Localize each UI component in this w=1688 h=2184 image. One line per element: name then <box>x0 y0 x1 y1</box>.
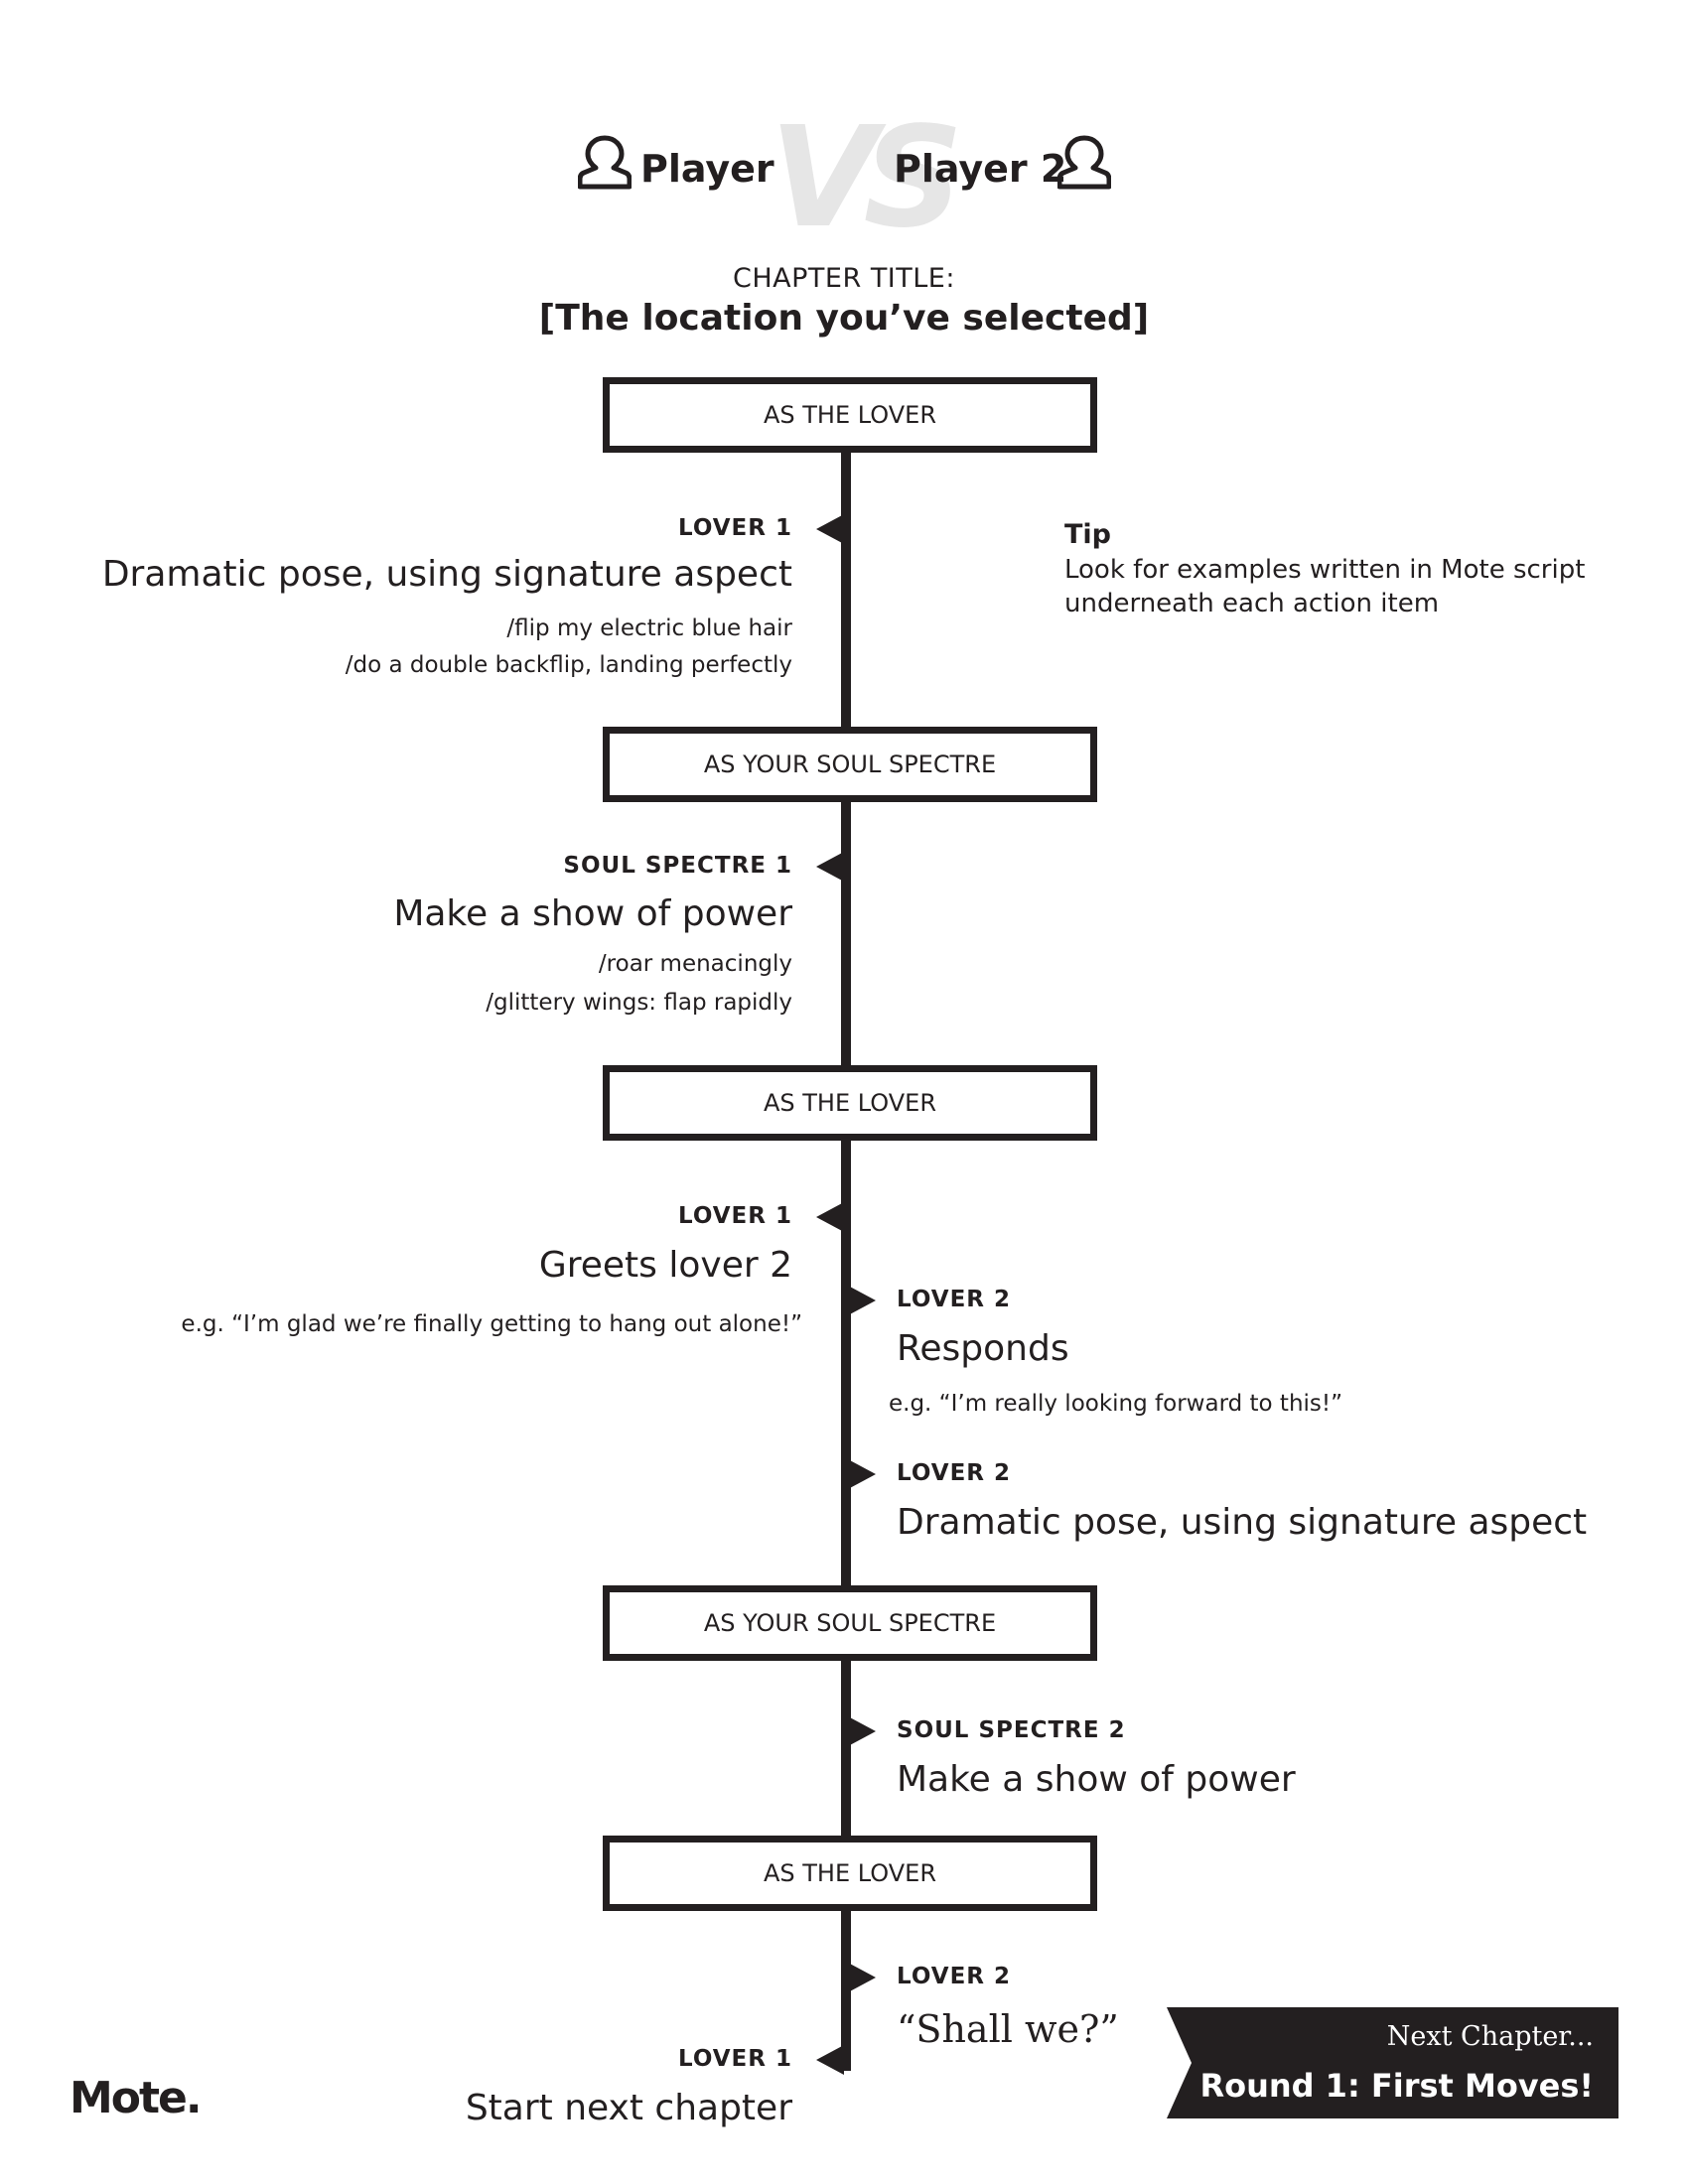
timeline-marker-right <box>848 1286 876 1315</box>
step-action-quote: “Shall we?” <box>897 2007 1119 2051</box>
timeline-marker-right <box>848 1459 876 1489</box>
tip-body: Look for examples written in Mote script… <box>1064 555 1586 618</box>
step-action: Responds <box>897 1328 1069 1369</box>
step-action: Greets lover 2 <box>538 1245 792 1286</box>
timeline-spine <box>841 447 851 2071</box>
step-example: /glittery wings: flap rapidly <box>486 990 792 1016</box>
chapter-label: CHAPTER TITLE: <box>733 263 955 294</box>
step-action: Make a show of power <box>897 1759 1296 1800</box>
step-action: Dramatic pose, using signature aspect <box>101 554 792 595</box>
step-actor: SOUL SPECTRE 2 <box>897 1717 1126 1743</box>
phase-box-lover: AS THE LOVER <box>603 1065 1097 1141</box>
timeline-marker-left <box>816 514 844 544</box>
step-example: /flip my electric blue hair <box>506 615 792 641</box>
step-actor: LOVER 1 <box>677 1203 792 1229</box>
phase-box-lover: AS THE LOVER <box>603 1836 1097 1911</box>
step-example: /roar menacingly <box>598 951 792 977</box>
step-example: /do a double backflip, landing perfectly <box>345 652 792 678</box>
step-example: e.g. “I’m glad we’re finally getting to … <box>181 1311 802 1337</box>
timeline-marker-left <box>816 1202 844 1232</box>
timeline-marker-right <box>848 1963 876 1992</box>
step-example: e.g. “I’m really looking forward to this… <box>889 1391 1343 1417</box>
timeline-marker-right <box>848 1716 876 1746</box>
tip-title: Tip <box>1064 519 1111 550</box>
timeline-marker-left <box>816 852 844 882</box>
player-2-label: Player 2 <box>894 147 1067 191</box>
timeline-marker-left <box>816 2045 844 2075</box>
next-chapter-title: Round 1: First Moves! <box>1199 2067 1594 2105</box>
step-action: Start next chapter <box>465 2088 792 2128</box>
phase-box-soul-spectre: AS YOUR SOUL SPECTRE <box>603 1585 1097 1661</box>
player-1-user-icon <box>578 135 632 190</box>
step-actor: LOVER 2 <box>897 1964 1012 1989</box>
step-action: Dramatic pose, using signature aspect <box>897 1502 1588 1543</box>
phase-box-lover: AS THE LOVER <box>603 377 1097 453</box>
vs-watermark: VS <box>770 97 963 259</box>
step-actor: LOVER 1 <box>677 2046 792 2072</box>
step-actor: LOVER 2 <box>897 1460 1012 1486</box>
step-actor: LOVER 1 <box>677 515 792 541</box>
next-chapter-banner: Next Chapter... Round 1: First Moves! <box>1167 2007 1618 2118</box>
phase-box-soul-spectre: AS YOUR SOUL SPECTRE <box>603 727 1097 802</box>
chapter-title: [The location you’ve selected] <box>538 298 1150 339</box>
player-1-label: Player 1 <box>640 147 814 191</box>
step-actor: LOVER 2 <box>897 1287 1012 1312</box>
step-action: Make a show of power <box>393 893 792 934</box>
next-chapter-label: Next Chapter... <box>1386 2021 1594 2052</box>
player-2-user-icon <box>1057 135 1111 190</box>
step-actor: SOUL SPECTRE 1 <box>563 853 792 879</box>
mote-logo: Mote. <box>70 2073 203 2123</box>
